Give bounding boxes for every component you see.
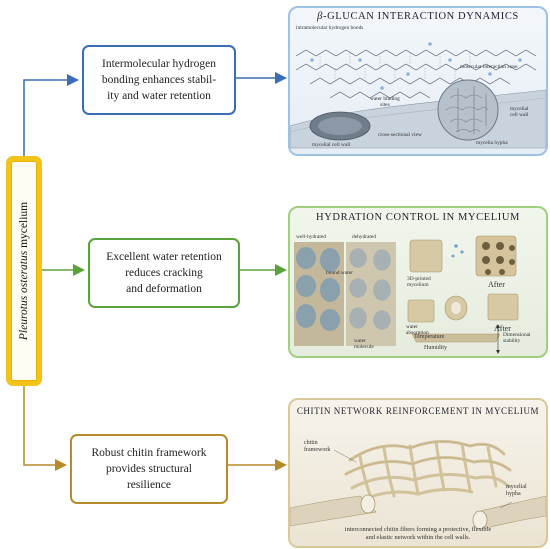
label-3d-printed: 3D-printed mycelium <box>407 276 431 288</box>
box-water-retention: Excellent water retention reduces cracki… <box>88 238 240 308</box>
label-intramolecular: intramolecular hydrogen bonds <box>296 25 364 31</box>
box-water-line: Excellent water retention <box>106 251 222 263</box>
main-species-box: Pleurotus osteratus mycelium <box>6 156 42 386</box>
label-dehydrated: dehydrated <box>352 234 376 240</box>
panel-chitin-title: CHITIN NETWORK REINFORCEMENT IN MYCELIUM <box>296 406 540 416</box>
box-hydrogen-line: ity and water retention <box>107 90 211 102</box>
box-hydrogen-line: bonding enhances stabil- <box>101 74 217 86</box>
chitin-caption: interconnected chitin fibers forming a p… <box>344 526 492 541</box>
label-mycelial-cell-wall-right: mycelial cell wall <box>510 106 529 118</box>
box-water-line: and deformation <box>126 283 202 295</box>
label-chitin-framework: chitin framework <box>304 440 331 453</box>
label-temperature: Temperature <box>414 334 445 340</box>
label-water-absorption: water absorption <box>406 324 429 336</box>
main-species-label: Pleurotus osteratus mycelium <box>18 201 30 341</box>
label-mycelial-cell-wall-left: mycelial cell wall <box>312 142 351 148</box>
panel-hydration-control: HYDRATION CONTROL IN MYCELIUM <box>288 206 548 358</box>
label-water-molecule: water molecule <box>354 338 374 350</box>
box-water-line: reduces cracking <box>125 267 203 279</box>
chitin-illustration <box>290 440 546 530</box>
box-chitin-line: Robust chitin framework <box>91 447 207 459</box>
panel-chitin-network: CHITIN NETWORK REINFORCEMENT IN MYCELIUM… <box>288 398 548 548</box>
hydration-illustration <box>294 235 519 354</box>
label-well-hydrated: well-hydrated <box>296 234 326 240</box>
connector-chitin <box>23 376 67 471</box>
box-chitin-line: provides structural <box>106 463 192 475</box>
label-interaction-zone: molecular interaction zone <box>460 64 518 70</box>
label-mycelia-hypha: mycelia hypha <box>476 140 508 146</box>
label-dimensional-stability: Dimensional stability <box>503 332 531 344</box>
label-after-bottom: After <box>494 324 511 333</box>
beta-glucan-illustration <box>290 42 546 149</box>
label-water-binding: water binding sites <box>370 96 400 108</box>
panel-beta-glucan: β-GLUCAN INTERACTION DYNAMICS <box>288 6 548 156</box>
label-after-top: After <box>488 280 505 289</box>
box-chitin-framework: Robust chitin framework provides structu… <box>70 434 228 504</box>
label-humidity: Humidity <box>424 345 448 351</box>
label-cross-section: cross-sectional view <box>378 132 422 138</box>
panel-hydration-title: HYDRATION CONTROL IN MYCELIUM <box>316 212 520 223</box>
label-mycelial-hypha: mycelial hypha <box>506 484 527 497</box>
label-bound-water: bound water <box>326 270 353 276</box>
connector-hydrogen <box>23 74 79 156</box>
box-hydrogen-bonding: Intermolecular hydrogen bonding enhances… <box>82 45 236 115</box>
box-hydrogen-line: Intermolecular hydrogen <box>102 58 216 70</box>
box-chitin-line: resilience <box>126 479 172 491</box>
panel-beta-glucan-title: β-GLUCAN INTERACTION DYNAMICS <box>317 11 519 22</box>
